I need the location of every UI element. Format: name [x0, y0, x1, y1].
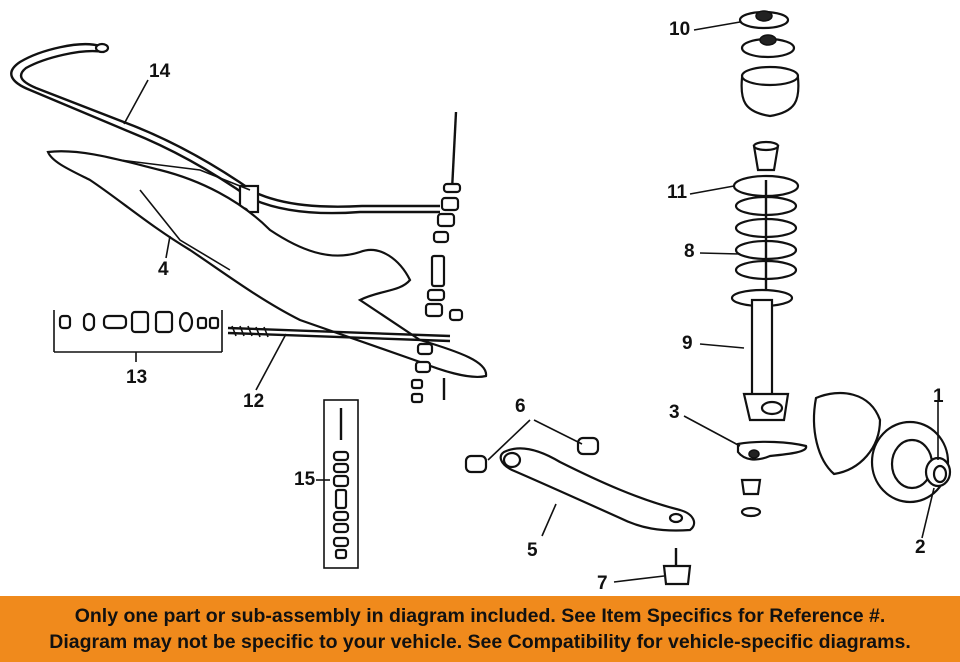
callout-8: 8	[684, 241, 695, 262]
link-kit-15	[323, 399, 359, 569]
callout-1: 1	[933, 386, 944, 407]
disclaimer-banner: Only one part or sub-assembly in diagram…	[0, 596, 960, 662]
bushing-kit-13	[53, 310, 223, 353]
suspension-exploded-diagram	[10, 10, 952, 586]
strut-rod	[227, 325, 451, 343]
leader-lines	[123, 21, 939, 583]
callout-3: 3	[669, 402, 680, 423]
disclaimer-line-1: Only one part or sub-assembly in diagram…	[74, 605, 886, 627]
callout-5: 5	[527, 540, 538, 561]
callout-14: 14	[149, 61, 171, 82]
control-arm-bushings	[464, 436, 600, 474]
callout-15: 15	[294, 469, 316, 490]
coil-spring	[732, 174, 800, 290]
disclaimer-line-2: Diagram may not be specific to your vehi…	[49, 631, 911, 653]
callout-9: 9	[682, 333, 693, 354]
callout-12: 12	[243, 391, 265, 412]
strut-upper-mount	[738, 10, 800, 118]
bump-stop	[752, 140, 780, 172]
callout-4: 4	[158, 259, 169, 280]
callout-10: 10	[669, 19, 691, 40]
stabilizer-bar	[10, 42, 440, 217]
callout-11: 11	[667, 182, 688, 203]
callout-2: 2	[915, 537, 926, 558]
steering-arm	[736, 440, 808, 518]
strut-assembly	[730, 288, 794, 422]
lower-control-arm	[499, 447, 696, 532]
callout-13: 13	[126, 367, 148, 388]
callout-6: 6	[515, 396, 526, 417]
brake-assembly	[812, 391, 952, 504]
stabilizer-link-stack	[410, 111, 464, 404]
callout-7: 7	[597, 573, 608, 594]
ball-joint	[662, 548, 692, 586]
